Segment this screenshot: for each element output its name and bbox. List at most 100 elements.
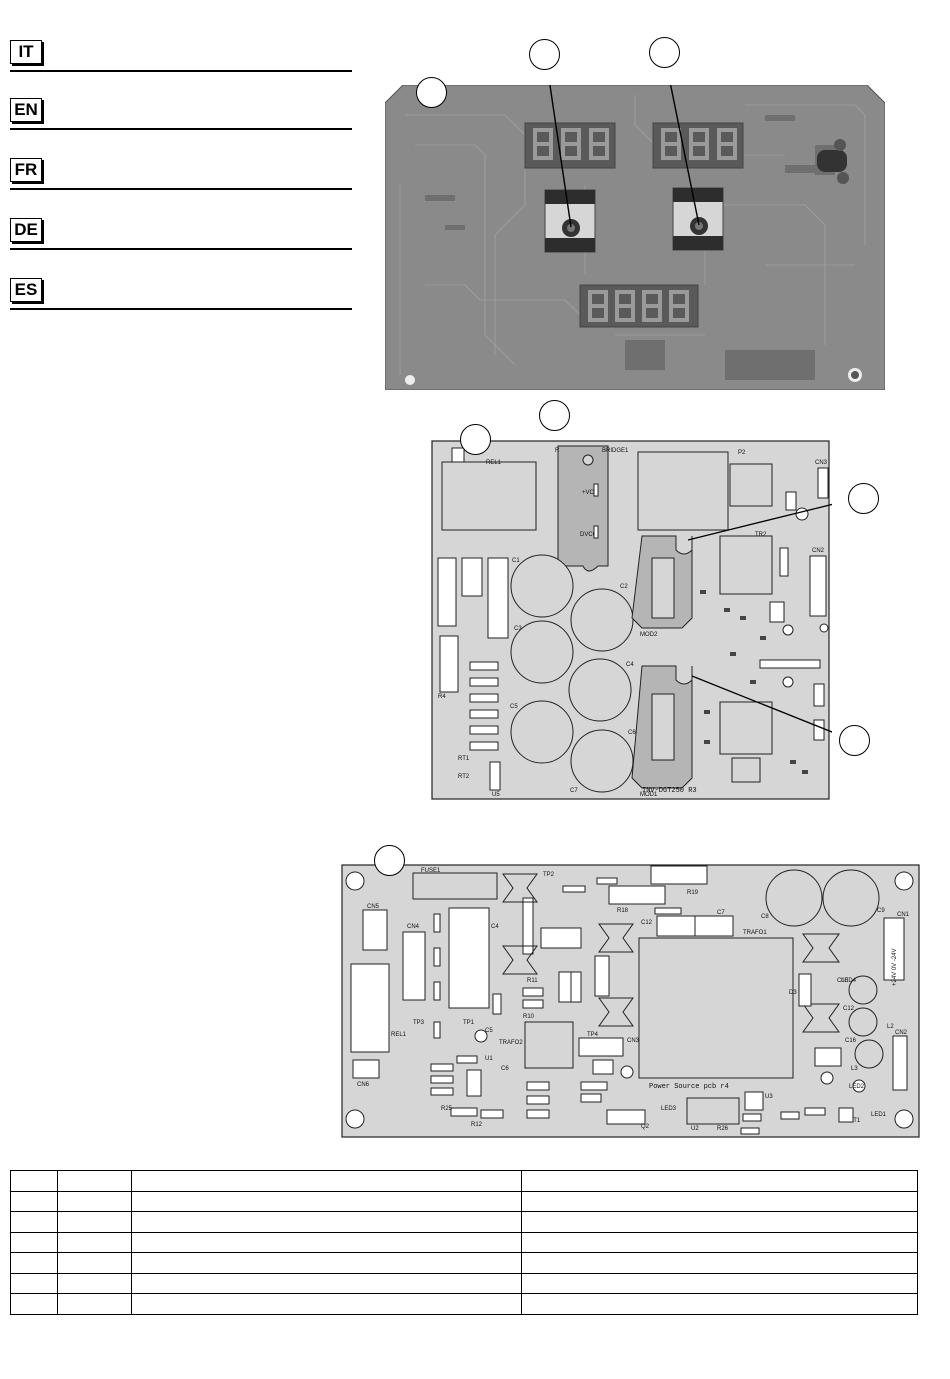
callout-inverter-module-upper	[848, 483, 879, 514]
label-c4: C4	[626, 662, 634, 668]
label-p2: P2	[738, 450, 746, 456]
callout-inverter-module-lower	[839, 725, 870, 756]
label-cn2: CN2	[812, 548, 825, 554]
table-cell	[521, 1211, 918, 1233]
table-cell	[57, 1252, 132, 1274]
table-cell	[57, 1170, 132, 1192]
label-l2: L2	[887, 1024, 894, 1030]
language-code-en: EN	[10, 98, 42, 122]
table-cell	[521, 1232, 918, 1253]
table-cell	[131, 1293, 523, 1315]
label-rel: REL1	[391, 1032, 407, 1038]
label-r12: R12	[471, 1122, 483, 1128]
label-psu: Power Source pcb r4	[649, 1083, 729, 1091]
label-led1: LED1	[871, 1112, 887, 1118]
table-cell	[131, 1191, 523, 1212]
label-c4: C4	[491, 924, 499, 930]
callout-photo-corner	[416, 77, 447, 108]
callout-power-source-fuse	[374, 845, 405, 876]
table-cell	[521, 1293, 918, 1315]
label-c9: C9	[877, 908, 885, 914]
label-c5: C5	[510, 704, 518, 710]
table-cell	[10, 1232, 58, 1253]
table-cell	[57, 1273, 132, 1294]
table-cell	[10, 1191, 58, 1212]
label-mod2: MOD2	[640, 632, 658, 638]
label-led4: LED4	[841, 978, 857, 984]
table-cell	[10, 1252, 58, 1274]
table-row	[10, 1170, 918, 1192]
table-cell	[521, 1170, 918, 1192]
label-r18: R18	[617, 908, 629, 914]
label-rt1: RT1	[458, 756, 470, 762]
label-voltage: +24V 0V -24V	[892, 948, 898, 986]
label-u2: U2	[691, 1126, 699, 1132]
label-tp2: TP2	[543, 872, 555, 878]
label-trafo1: TRAFO1	[743, 930, 767, 936]
label-rel1: REL1	[486, 460, 502, 466]
table-row	[10, 1293, 918, 1315]
table-cell	[131, 1232, 523, 1253]
label-bridge: BRIDGE1	[602, 448, 629, 454]
language-code-de: DE	[10, 218, 42, 242]
label-tr2: TR2	[755, 532, 767, 538]
table-cell	[57, 1293, 132, 1315]
label-c6: C6	[501, 1066, 509, 1072]
language-marker-en: EN	[10, 96, 352, 130]
label-c6: C6	[628, 730, 636, 736]
label-c12: C12	[641, 920, 653, 926]
label-r10: R10	[523, 1014, 535, 1020]
language-marker-it: IT	[10, 38, 352, 72]
label-fuse: FUSE1	[421, 868, 441, 874]
language-code-fr: FR	[10, 158, 42, 182]
label-u1: U1	[485, 1056, 493, 1062]
label-cn1: CN1	[897, 912, 910, 918]
label-cn3: CN3	[815, 460, 828, 466]
label-c2: C2	[620, 584, 628, 590]
label-c7: C7	[717, 910, 725, 916]
label-c5: C5	[485, 1028, 493, 1034]
language-marker-es: ES	[10, 276, 352, 310]
label-l3: L3	[851, 1066, 858, 1072]
table-cell	[57, 1211, 132, 1233]
table-row	[10, 1191, 918, 1212]
label-cn4: CN4	[407, 924, 420, 930]
label-cn5: CN5	[367, 904, 380, 910]
label-r11: R11	[527, 978, 538, 984]
language-code-es: ES	[10, 278, 42, 302]
label-cn2: CN2	[895, 1030, 908, 1036]
table-cell	[57, 1191, 132, 1212]
label-d3: D3	[789, 990, 797, 996]
label-cn6: CN6	[357, 1082, 370, 1088]
table-cell	[131, 1211, 523, 1233]
table-cell	[10, 1211, 58, 1233]
table-cell	[57, 1232, 132, 1253]
table-row	[10, 1232, 918, 1253]
table-cell	[10, 1273, 58, 1294]
label-c3: C3	[514, 626, 522, 632]
table-cell	[521, 1191, 918, 1212]
table-cell	[10, 1170, 58, 1192]
label-vcc: +VCC	[582, 490, 599, 496]
label-r4: R4	[438, 694, 446, 700]
label-c16: C16	[845, 1038, 857, 1044]
label-trafo2: TRAFO2	[499, 1040, 523, 1046]
table-row	[10, 1252, 918, 1274]
label-q2: Q2	[641, 1124, 650, 1130]
label-model: INV-DGT250 R3	[642, 787, 697, 795]
label-led2: LED2	[849, 1084, 865, 1090]
label-c7: C7	[570, 788, 578, 794]
table-cell	[131, 1252, 523, 1274]
label-tp1: TP1	[463, 1020, 475, 1026]
callout-photo-left-knob	[529, 39, 560, 70]
language-marker-fr: FR	[10, 156, 352, 190]
label-led3: LED3	[661, 1106, 677, 1112]
label-rt2: RT2	[458, 774, 470, 780]
callout-photo-right-knob	[649, 37, 680, 68]
table-cell	[10, 1293, 58, 1315]
table-cell	[131, 1170, 523, 1192]
control-board-photo	[384, 71, 886, 391]
language-marker-de: DE	[10, 216, 352, 250]
label-c10: C10	[837, 978, 849, 984]
callout-inverter-bridge	[539, 400, 570, 431]
